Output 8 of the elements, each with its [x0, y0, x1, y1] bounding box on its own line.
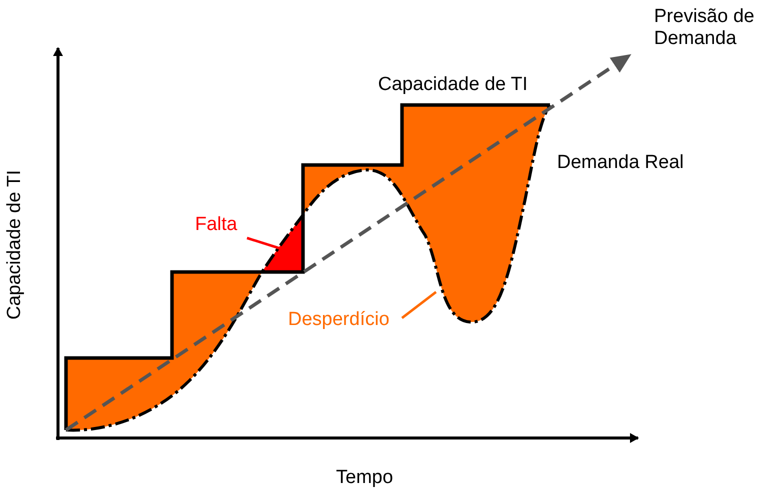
forecast-label: Previsão de Demanda: [654, 6, 756, 50]
x-axis-title: Tempo: [336, 467, 394, 489]
leader-line: [401, 291, 437, 319]
capacity-label: Capacidade de TI: [378, 74, 528, 96]
demand-label: Demanda Real: [557, 152, 684, 174]
callout-label: Falta: [195, 214, 238, 236]
callout-label: Desperdício: [288, 309, 390, 331]
y-axis-title: Capacidade de TI: [4, 170, 26, 320]
